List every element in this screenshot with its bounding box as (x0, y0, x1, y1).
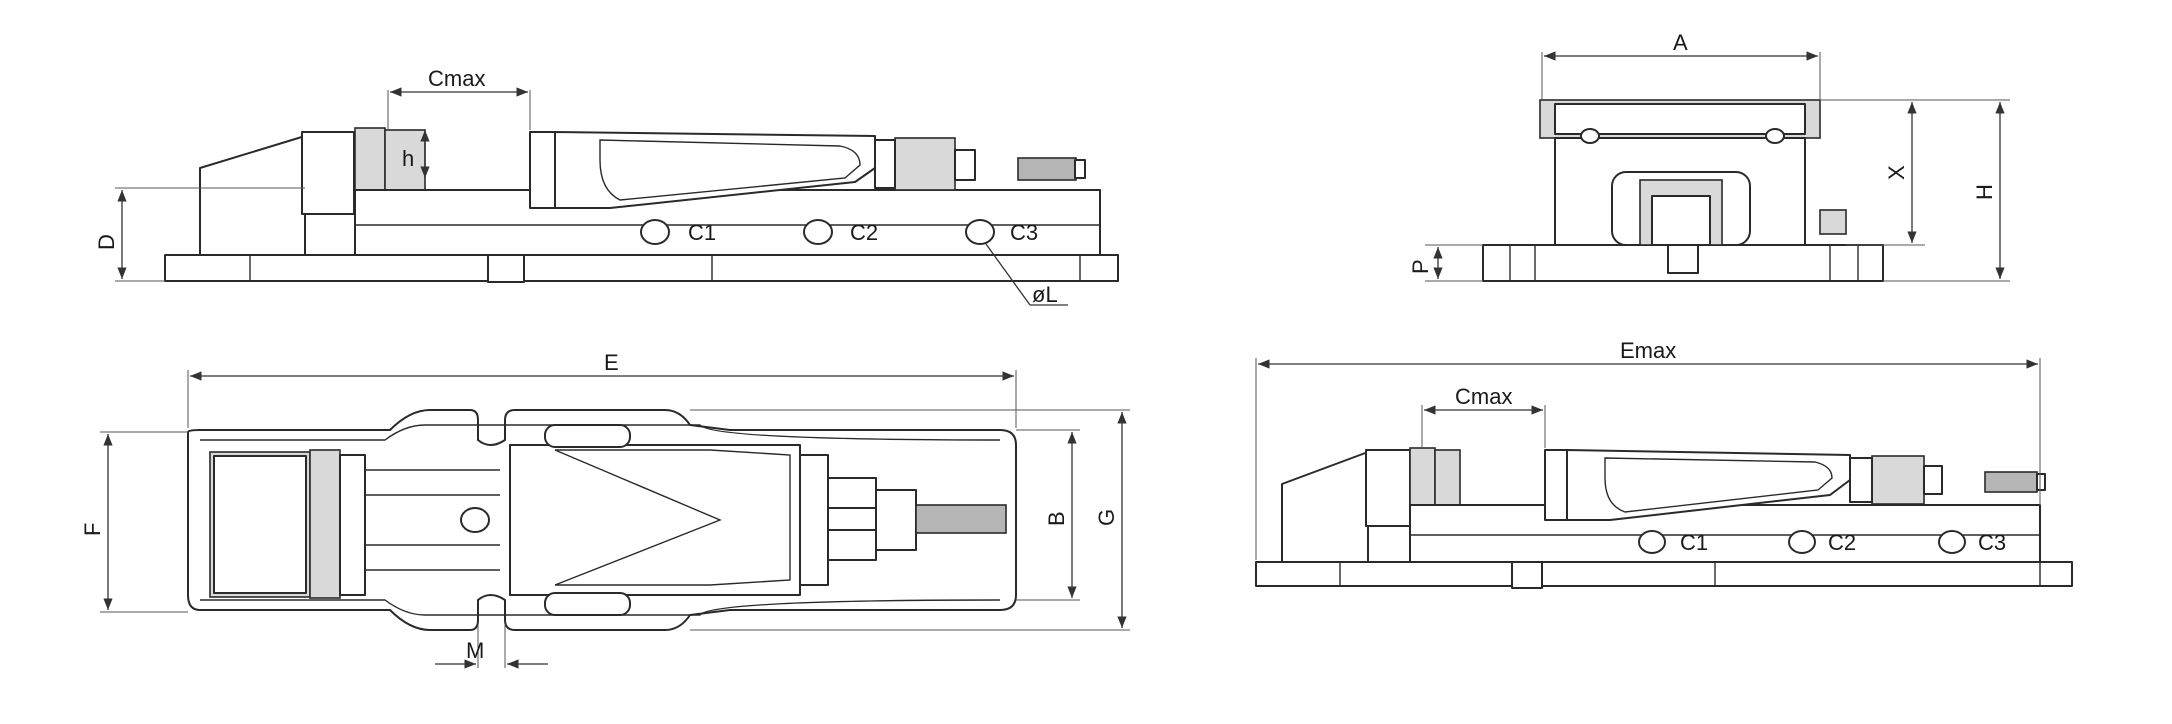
spindle-housing (894, 137, 956, 191)
ext-dim-label-cmax: Cmax (1455, 384, 1512, 409)
label-c2: C2 (850, 220, 878, 245)
ext-hole-c2 (1788, 530, 1816, 554)
label-c3: C3 (1010, 220, 1038, 245)
spindle-shaft (1017, 157, 1077, 181)
dim-label-p: P (1408, 259, 1433, 274)
fixed-jaw-block (301, 131, 355, 215)
ext-movable-jaw (1566, 449, 1851, 521)
ext-hole-c1 (1638, 530, 1666, 554)
base-plate (164, 254, 1119, 282)
ext-base-plate (1255, 561, 2073, 587)
base-bolt (487, 251, 525, 283)
end-view: A X H P (1408, 30, 2010, 282)
dim-label-b: B (1044, 511, 1069, 526)
dim-label-h: h (402, 146, 414, 171)
dim-label-g: G (1094, 509, 1119, 526)
side-view-top: Cmax h D C1 C2 C3 øL (94, 66, 1119, 307)
dim-label-f: F (80, 523, 105, 536)
ext-spindle-shaft (1984, 471, 2038, 493)
dim-label-a: A (1673, 30, 1688, 55)
ext-vise-body (1409, 504, 2041, 563)
side-view-extended: C1 C2 C3 Emax Cmax (1255, 338, 2073, 589)
dim-label-cmax: Cmax (428, 66, 485, 91)
left-wedge (199, 135, 306, 256)
movable-jaw-plate (529, 131, 556, 209)
dim-label-emax: Emax (1620, 338, 1676, 363)
dim-label-h-total: H (1972, 184, 1997, 200)
dim-label-d: D (94, 234, 119, 250)
ext-hole-c3 (1938, 530, 1966, 554)
ext-label-c3: C3 (1978, 530, 2006, 555)
ext-spindle-housing (1871, 455, 1925, 505)
dim-label-m: M (466, 638, 484, 663)
hole-c1 (640, 219, 670, 245)
hole-c2 (803, 219, 833, 245)
plan-view: E F B G M (80, 350, 1130, 669)
dim-label-e: E (604, 350, 619, 375)
label-c1: C1 (688, 220, 716, 245)
end-spindle (1819, 209, 1847, 235)
hole-c3 (965, 219, 995, 245)
plan-movable-jaw (509, 444, 801, 596)
dim-label-x: X (1884, 165, 1909, 180)
ext-label-c1: C1 (1680, 530, 1708, 555)
ext-label-c2: C2 (1828, 530, 1856, 555)
ext-left-wedge (1281, 451, 1369, 563)
label-diam-l: øL (1032, 282, 1058, 307)
movable-jaw (554, 131, 876, 209)
plan-spindle (915, 504, 1007, 534)
